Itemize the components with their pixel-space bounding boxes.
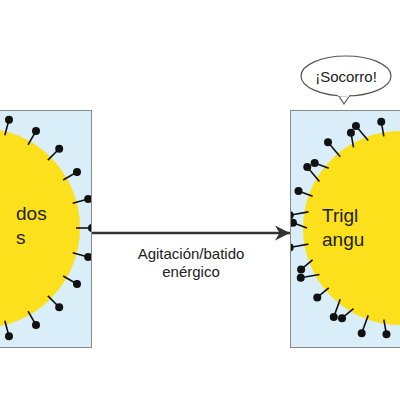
fat-droplet (0, 111, 92, 348)
arrow-label: Agitación/batido enérgico (124, 245, 258, 281)
droplet-panel: Trigl angu (290, 110, 400, 348)
droplet-panel: dos s (0, 110, 92, 348)
droplet-label: dos s (16, 202, 52, 250)
droplet-label: Trigl angu (322, 204, 384, 252)
speech-bubble: ¡Socorro! (300, 55, 392, 97)
process-arrow (92, 232, 290, 235)
exclamation-text: ¡Socorro! (315, 68, 377, 85)
